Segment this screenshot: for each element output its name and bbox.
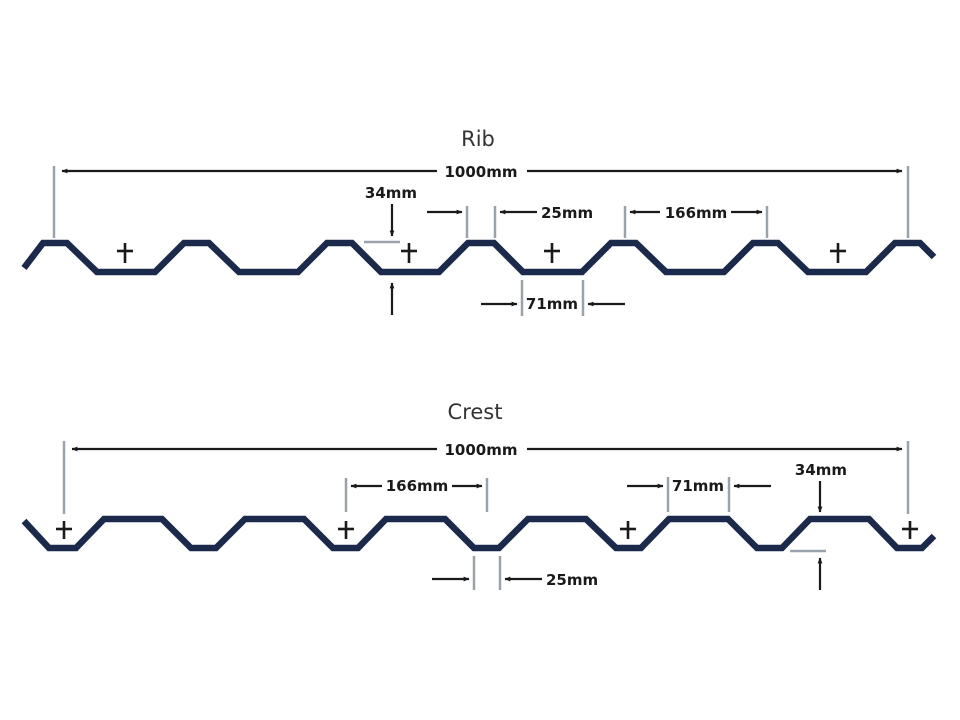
rib-top-label: 25mm (541, 204, 593, 222)
crest-fastener-1 (56, 521, 72, 539)
rib-bottom-label: 71mm (526, 295, 578, 313)
crest-height-label: 34mm (795, 461, 847, 479)
crest-section: Crest 1000mm 166mm 71mm 34mm (21, 400, 937, 590)
crest-title: Crest (448, 400, 503, 424)
crest-top-label: 71mm (672, 477, 724, 495)
crest-fastener-4 (902, 521, 918, 539)
rib-profile-line (21, 239, 937, 276)
rib-fastener-2 (401, 243, 417, 263)
rib-fastener-1 (117, 243, 133, 263)
crest-profile-line (21, 515, 937, 552)
crest-fastener-3 (620, 521, 636, 539)
rib-title: Rib (461, 127, 495, 151)
crest-bottom-label: 25mm (546, 571, 598, 589)
crest-pitch-label: 166mm (386, 477, 449, 495)
rib-fastener-3 (544, 243, 560, 263)
rib-height-label: 34mm (365, 184, 417, 202)
rib-section: Rib 1000mm 34mm 25mm 166mm (21, 127, 937, 316)
crest-width-label: 1000mm (444, 441, 517, 459)
rib-fastener-4 (830, 243, 846, 263)
rib-pitch-label: 166mm (665, 204, 728, 222)
crest-fastener-2 (338, 521, 354, 539)
rib-width-label: 1000mm (444, 163, 517, 181)
